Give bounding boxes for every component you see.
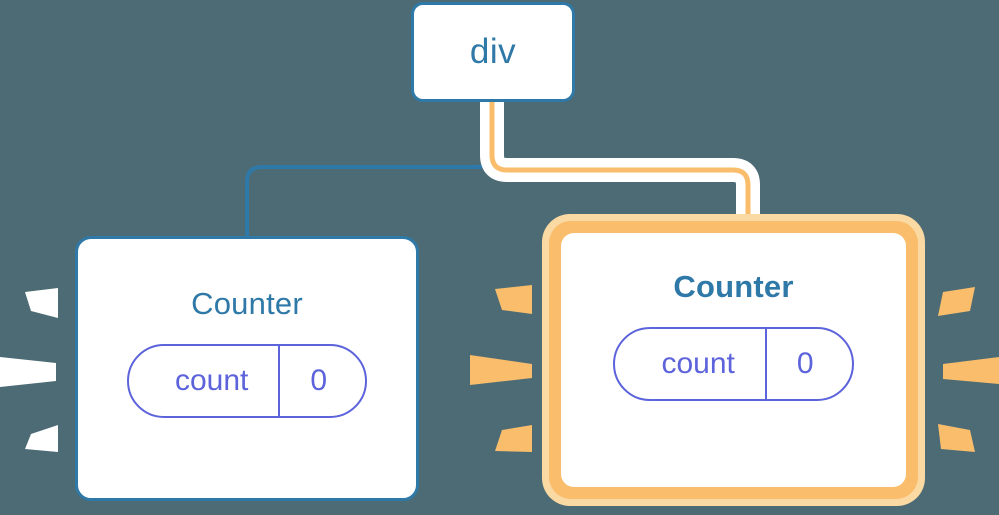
burst-ray [495,425,532,452]
burst-ray [495,285,532,314]
burst-ray [938,287,975,316]
state-value-label: 0 [796,347,814,380]
state-pill-right[interactable]: count 0 [613,327,854,401]
burst-ray [470,355,532,385]
state-pill-right-wrapper: count 0 [613,327,854,401]
node-div-label: div [469,32,517,71]
node-div[interactable]: div [411,2,575,102]
state-pill-left[interactable]: count 0 [126,344,368,418]
burst-counter-left [0,288,58,452]
burst-ray [0,357,56,387]
node-counter-right[interactable]: Counter count 0 [561,233,906,487]
state-pill-left-value-cell: 0 [278,346,365,416]
state-pill-left-wrapper: count 0 [126,344,368,418]
burst-counter-right-left [470,285,532,452]
edge-div-to-counter-right [489,102,751,232]
counter-left-body: Counter count 0 [78,239,416,498]
burst-ray [938,424,975,452]
state-pill-left-key-cell: count [129,346,278,416]
burst-ray [25,425,58,452]
node-counter-left-title: Counter [191,286,303,321]
counter-right-body: Counter count 0 [561,233,906,487]
state-value-label: 0 [310,364,328,397]
state-key-label: count [174,364,249,397]
burst-ray [943,357,999,384]
burst-counter-right-right [938,287,999,452]
node-counter-right-title: Counter [673,269,794,304]
burst-ray [25,288,58,318]
state-pill-right-value-cell: 0 [764,329,852,399]
state-key-label: count [661,347,735,380]
state-pill-right-key-cell: count [615,329,764,399]
node-counter-left[interactable]: Counter count 0 [75,236,419,501]
